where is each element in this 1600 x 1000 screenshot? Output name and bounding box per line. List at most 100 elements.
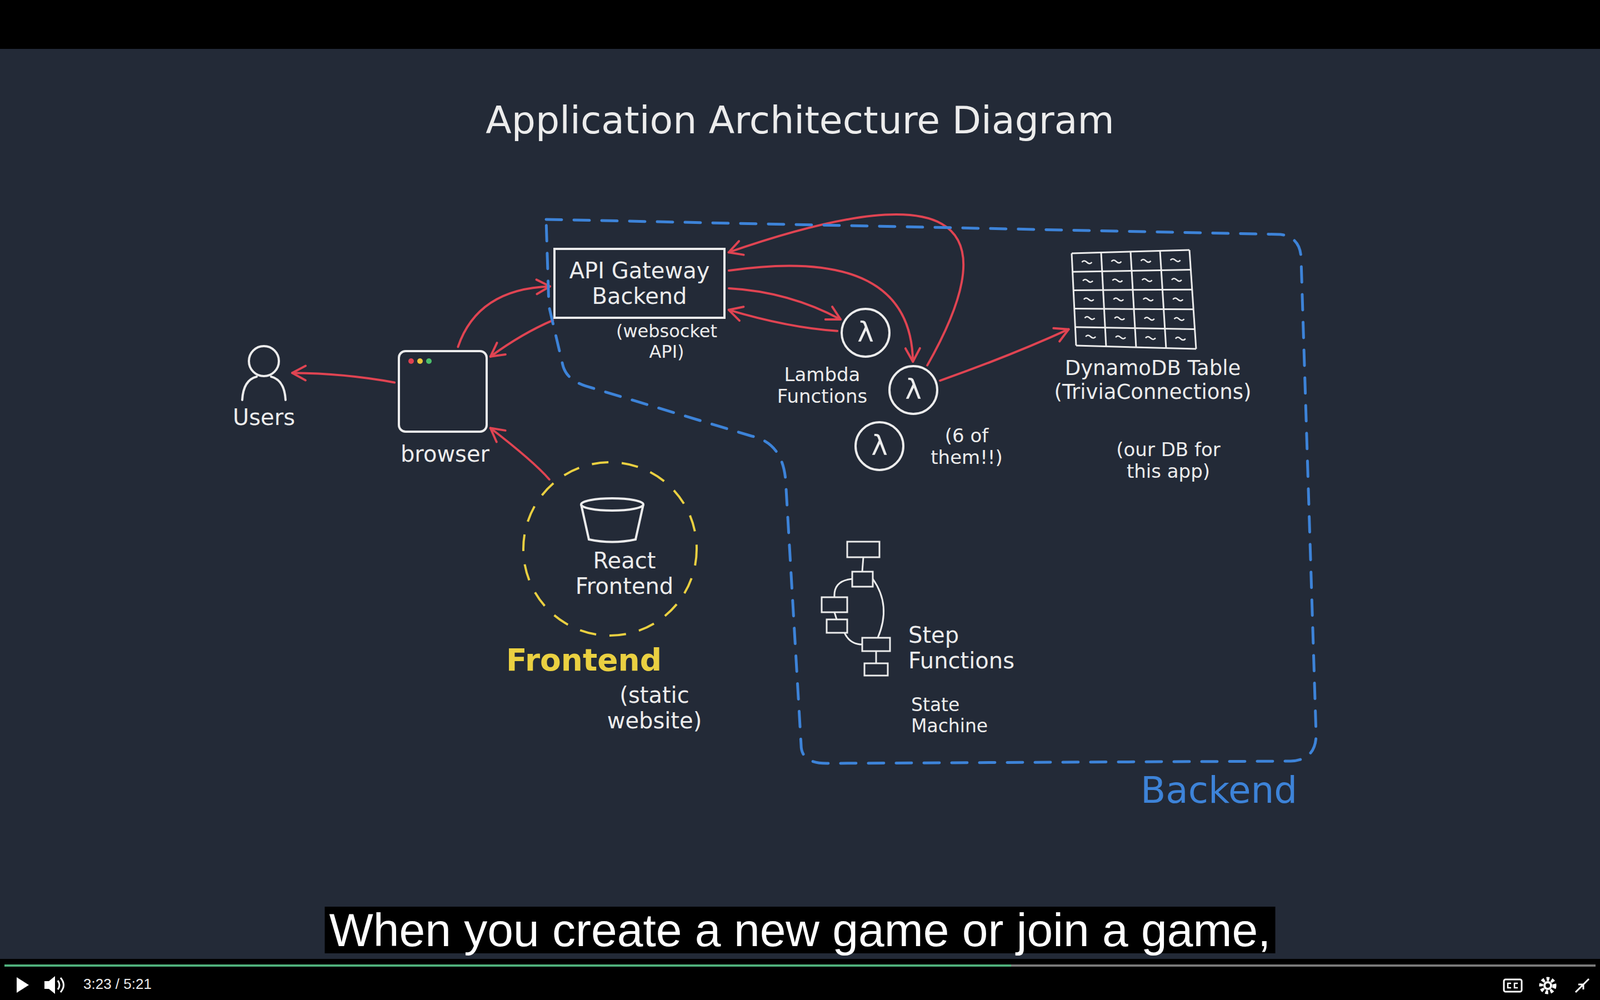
exit-fullscreen-icon (1575, 978, 1589, 993)
flow-link (834, 612, 837, 620)
cell-mark (1142, 278, 1153, 282)
cell-mark (1141, 259, 1152, 263)
node-text: (our DB for this app) (1101, 438, 1235, 483)
connector-line (457, 286, 550, 348)
node-text: Step Functions (908, 622, 1025, 674)
progress-fill (4, 964, 1012, 967)
play-icon (16, 977, 29, 993)
cell-mark (1082, 279, 1093, 283)
annotation-label: Lambda Functions (766, 363, 878, 408)
cell-mark (1175, 337, 1186, 340)
arrowhead (728, 241, 744, 255)
node-text: λ (871, 430, 888, 463)
frontend-circle: React FrontendFrontend(static website) (521, 460, 699, 638)
arrow-connector (728, 306, 838, 331)
arrow-connector (728, 214, 964, 366)
arrowhead (490, 428, 506, 443)
cell-mark (1174, 317, 1185, 321)
node-text: DynamoDB Table (TriviaConnections) (1036, 356, 1270, 404)
bucket-body (581, 504, 644, 543)
cell-mark (1111, 260, 1122, 263)
video-subtitle: When you create a new game or join a gam… (325, 906, 1276, 954)
node-text: (websocket API) (608, 321, 725, 363)
flow-step (821, 597, 848, 613)
settings-gear-hub (1543, 981, 1553, 990)
control-bar (0, 958, 1600, 1000)
node-text: λ (905, 373, 922, 407)
cell-mark (1172, 298, 1183, 302)
state-machine: Step FunctionsState Machine (816, 538, 895, 678)
lambda-circle: λ (888, 365, 939, 415)
arrowhead (905, 348, 920, 362)
connector-line (728, 265, 913, 362)
settings-gear (1541, 978, 1555, 993)
arrow-connector (728, 265, 920, 362)
cell-mark (1113, 298, 1124, 302)
cell-mark (1084, 316, 1095, 320)
backend-dashed-border (546, 219, 1317, 764)
node-text: (static website) (601, 682, 708, 734)
grid-line (1076, 345, 1197, 349)
connector-line (728, 310, 838, 332)
table-grid (1071, 250, 1197, 349)
connector-line (490, 320, 554, 357)
arrowhead (490, 342, 506, 357)
grid-line (1071, 250, 1190, 254)
cell-mark (1083, 298, 1094, 302)
cell-mark (1085, 335, 1096, 339)
cell-mark (1115, 336, 1126, 339)
grid-line (1101, 252, 1107, 347)
grid-line (1160, 251, 1167, 349)
flow-step (826, 619, 848, 633)
lambda-circle: λ (840, 307, 891, 358)
grid-line (1130, 251, 1137, 348)
flow-link (844, 632, 863, 645)
user-shoulders (242, 376, 286, 400)
cell-mark (1114, 317, 1125, 320)
node-text: Frontend (495, 642, 673, 678)
grid-line (1071, 253, 1077, 346)
arrow-connector (292, 366, 395, 383)
user-figure (238, 344, 289, 402)
node-text: State Machine (911, 694, 1006, 737)
cell-mark (1143, 298, 1154, 302)
volume-icon (44, 976, 55, 994)
top-bar (0, 0, 1600, 49)
settings-gear-hole (1545, 983, 1550, 988)
node-text: API Gateway Backend (564, 257, 715, 309)
browser-window: browser (397, 350, 488, 433)
connector-line (728, 214, 964, 366)
node-text: Backend (1140, 769, 1324, 812)
user-head (248, 346, 279, 377)
cell-mark (1112, 278, 1123, 282)
captions-icon-marks (1507, 983, 1518, 988)
window-dot (408, 358, 414, 364)
frontend-dashed-circle (523, 462, 697, 636)
flow-link (872, 578, 884, 638)
grid-line (1189, 250, 1197, 349)
flow-step (847, 541, 880, 558)
cell-mark (1081, 261, 1092, 264)
cell-mark (1145, 336, 1156, 340)
node-text: Users (219, 404, 309, 430)
arrowhead (1053, 328, 1069, 342)
window-dots (400, 352, 490, 375)
bucket-rim (581, 498, 644, 511)
captions-icon (1503, 979, 1522, 992)
cell-mark (1171, 278, 1182, 282)
arrow-connector (490, 428, 550, 480)
connector-line (940, 329, 1069, 381)
flow-step (864, 663, 888, 676)
time-display: 3:23 / 5:21 (83, 976, 250, 993)
arrow-connector (457, 279, 550, 347)
connector-line (292, 372, 395, 383)
database-table: DynamoDB Table (TriviaConnections)(our D… (1071, 250, 1197, 349)
arrow-connector (940, 328, 1069, 381)
lambda-circle: λ (854, 421, 905, 472)
arrowhead (825, 306, 841, 320)
board-background (0, 48, 1600, 959)
volume-waves (57, 977, 64, 993)
